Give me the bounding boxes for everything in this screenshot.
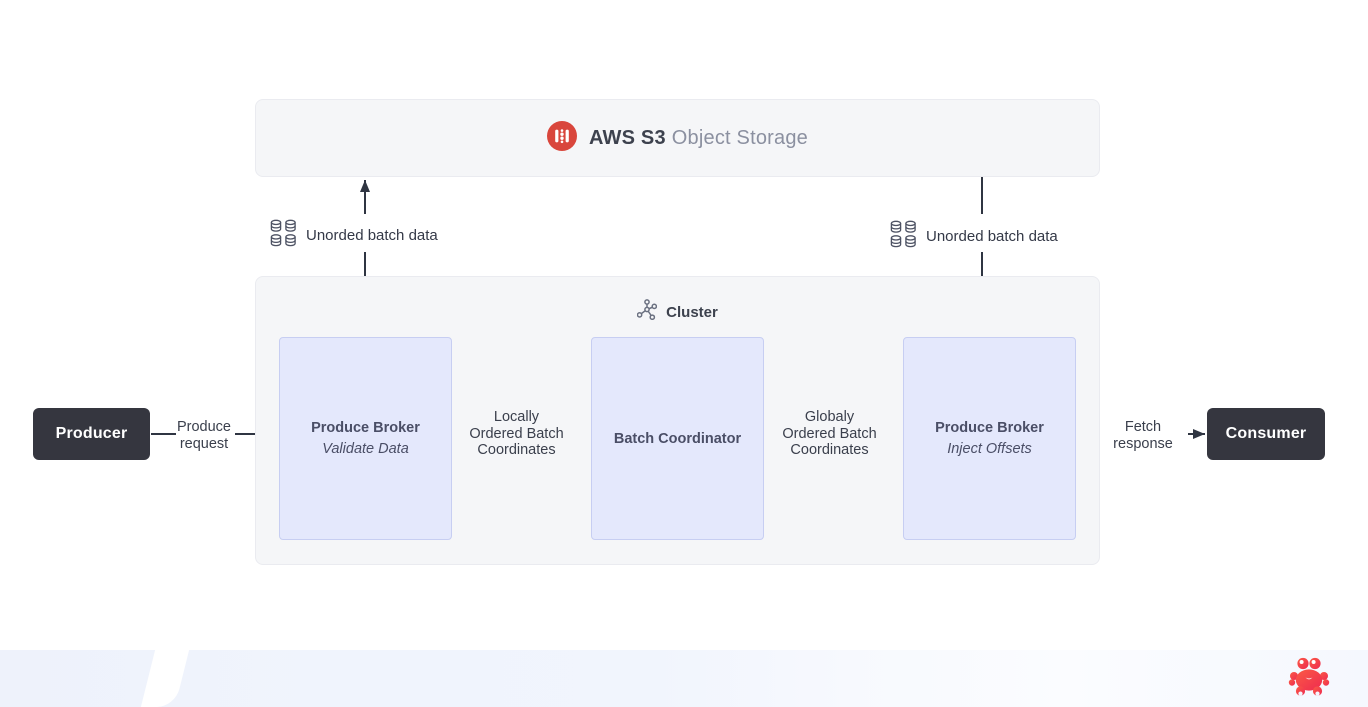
cluster-header: Cluster [255,299,1100,325]
crab-logo-icon [1287,655,1331,702]
unordered-batch-text-left: Unorded batch data [306,227,438,244]
node-title: Batch Coordinator [613,430,742,447]
s3-subtitle-text: Object Storage [671,126,808,149]
s3-bucket-icon [547,120,577,156]
edge-label-fetch-response: Fetch response [1113,419,1173,452]
node-produce-broker-validate: Produce Broker Validate Data [279,337,452,540]
unordered-batch-label-left: Unorded batch data [270,219,438,252]
edge-label-locally-ordered: Locally Ordered Batch Coordinates [469,409,564,458]
footer-band [0,650,1368,707]
unordered-batch-text-right: Unorded batch data [926,228,1058,245]
cluster-hub-icon [636,299,658,325]
cluster-title: Cluster [666,303,718,321]
node-subtitle: Inject Offsets [947,441,1032,457]
producer-label: Producer [55,425,128,442]
consumer-box: Consumer [1207,408,1325,460]
unordered-batch-label-right: Unorded batch data [890,220,1058,253]
consumer-label: Consumer [1225,425,1307,442]
producer-box: Producer [33,408,150,460]
s3-brand-text: AWS S3 [589,126,666,149]
node-title: Produce Broker [311,420,420,436]
database-grid-icon [270,219,297,252]
edge-label-produce-request: Produce request [176,419,231,452]
node-subtitle: Validate Data [322,441,409,457]
node-produce-broker-inject: Produce Broker Inject Offsets [903,337,1076,540]
node-title: Produce Broker [935,420,1044,436]
database-grid-icon [890,220,917,253]
node-batch-coordinator: Batch Coordinator [591,337,764,540]
edge-label-globally-ordered: Globaly Ordered Batch Coordinates [782,409,877,458]
